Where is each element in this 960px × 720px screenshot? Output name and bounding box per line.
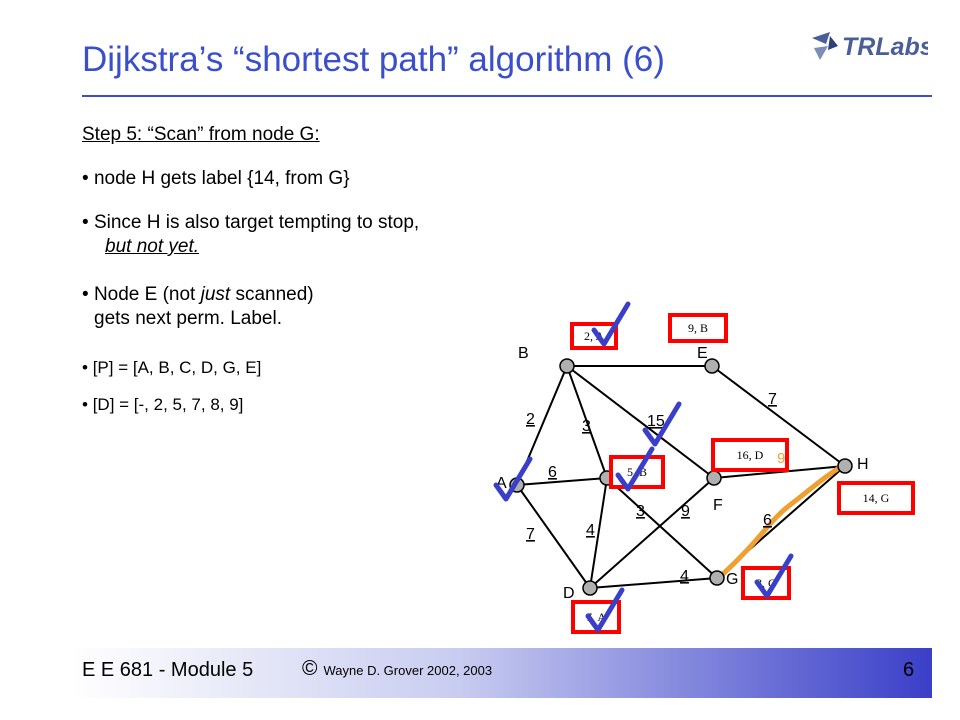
- label-box-e: [668, 313, 728, 343]
- bullet-text: [P] = [A, B, C, D, G, E]: [92, 358, 262, 377]
- bullet-text: [D] = [-, 2, 5, 7, 8, 9]: [92, 395, 244, 414]
- copyright: © Wayne D. Grover 2002, 2003: [302, 657, 492, 681]
- check-icon-d: [585, 587, 625, 633]
- edge-weight-d-g: 4: [680, 568, 689, 585]
- edge-weight-b-c: 3: [582, 418, 591, 435]
- bullet-text: Since H is also target tempting to stop,: [93, 212, 420, 233]
- edge-a-d: [516, 484, 591, 589]
- course-label: E E 681 - Module 5: [82, 659, 254, 681]
- page-number: 6: [903, 659, 915, 681]
- bullet-dot: •: [82, 395, 88, 414]
- bullet-distance-set: • [D] = [-, 2, 5, 7, 8, 9]: [82, 393, 243, 417]
- edge-c-d: [589, 477, 608, 589]
- label-box-f: [711, 438, 789, 472]
- edge-c-g: [606, 477, 718, 579]
- edge-b-f: [566, 365, 715, 479]
- node-label-a: A: [496, 475, 507, 492]
- edge-weight-a-d: 7: [526, 526, 535, 543]
- logo-text: TRLabs: [842, 33, 928, 61]
- node-g: [709, 570, 725, 586]
- copyright-text: Wayne D. Grover 2002, 2003: [323, 663, 493, 678]
- bullet-emphasis: just: [200, 284, 231, 305]
- logo-mark-icon: [812, 32, 838, 60]
- check-icon-c: [615, 446, 655, 492]
- edge-weight-g-h: 6: [763, 512, 772, 529]
- node-f: [706, 470, 722, 486]
- edge-d-g: [589, 577, 718, 589]
- edge-weight-c-d: 4: [586, 522, 595, 539]
- node-label-d: D: [563, 585, 575, 602]
- edge-weight-b-f: 15: [647, 413, 665, 430]
- label-overwrite-f: 9: [777, 450, 785, 467]
- bullet-dot: •: [82, 212, 89, 233]
- node-label-f: F: [713, 497, 723, 514]
- node-e: [704, 358, 720, 374]
- edge-weight-a-b: 2: [526, 411, 535, 428]
- bullet-subtext: but not yet.: [105, 236, 200, 257]
- step-heading: Step 5: “Scan” from node G:: [82, 124, 320, 145]
- edge-weight-a-c: 6: [548, 464, 557, 481]
- edge-b-c: [566, 365, 608, 479]
- bullet-tempting-to-stop: • Since H is also target tempting to sto…: [82, 211, 419, 259]
- trlabs-logo: TRLabs: [812, 32, 928, 61]
- node-d: [582, 580, 598, 596]
- bullet-dot: •: [82, 358, 88, 377]
- check-icon-e: [642, 401, 682, 447]
- bullet-node-e: • Node E (not just scanned) gets next per…: [82, 283, 314, 331]
- label-text-f: 16, D: [737, 448, 764, 462]
- slide-title: Dijkstra’s “shortest path” algorithm (6): [82, 40, 665, 79]
- node-h: [837, 458, 853, 474]
- footer-bar: [72, 648, 932, 698]
- bullet-permanent-set: • [P] = [A, B, C, D, G, E]: [82, 356, 261, 380]
- check-icon-g: [754, 553, 794, 599]
- node-label-e: E: [697, 345, 708, 362]
- node-label-h: H: [857, 456, 869, 473]
- label-text-e: 9, B: [688, 321, 708, 335]
- bullet-text-end: scanned): [230, 284, 314, 305]
- edge-weight-d-f: 9: [681, 503, 690, 520]
- bullet-dot: •: [82, 284, 89, 305]
- check-icon-b: [591, 301, 631, 347]
- edge-d-f: [589, 477, 715, 589]
- edge-a-c: [516, 477, 608, 486]
- edge-weight-c-g: 3: [636, 503, 645, 520]
- highlight-path-g-h: [720, 465, 842, 577]
- title-underline: [82, 95, 932, 97]
- node-label-b: B: [518, 345, 529, 362]
- check-icon-a: [493, 456, 533, 502]
- label-box-h: [837, 481, 915, 515]
- label-text-h: 14, G: [863, 491, 890, 505]
- node-label-g: G: [726, 571, 738, 588]
- node-b: [559, 358, 575, 374]
- bullet-text: Node E (not: [93, 284, 201, 305]
- bullet-subtext: gets next perm. Label.: [94, 308, 282, 329]
- bullet-text: node H gets label {14, from G}: [93, 168, 350, 189]
- edge-e-h: [711, 365, 846, 467]
- copyright-symbol: ©: [302, 657, 318, 680]
- edge-weight-e-h: 7: [768, 391, 777, 408]
- bullet-node-h-label: • node H gets label {14, from G}: [82, 167, 350, 191]
- bullet-dot: •: [82, 168, 89, 189]
